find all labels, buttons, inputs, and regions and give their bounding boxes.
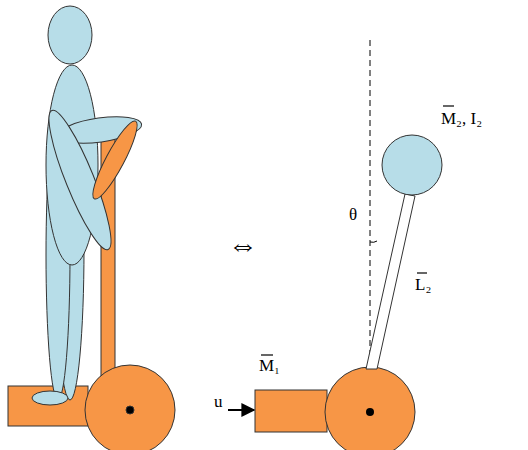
- angle-label: θ: [349, 206, 357, 225]
- mass-inertia-label: M₂, I₂: [441, 110, 482, 129]
- length-label: L₂: [415, 276, 431, 295]
- mass-label: M₁: [259, 357, 280, 376]
- person-figure: [8, 6, 175, 450]
- equivalence-symbol: ⇔: [228, 228, 258, 261]
- input-label: u: [214, 393, 223, 412]
- pendulum-model: [228, 40, 442, 450]
- overbar: [261, 106, 454, 355]
